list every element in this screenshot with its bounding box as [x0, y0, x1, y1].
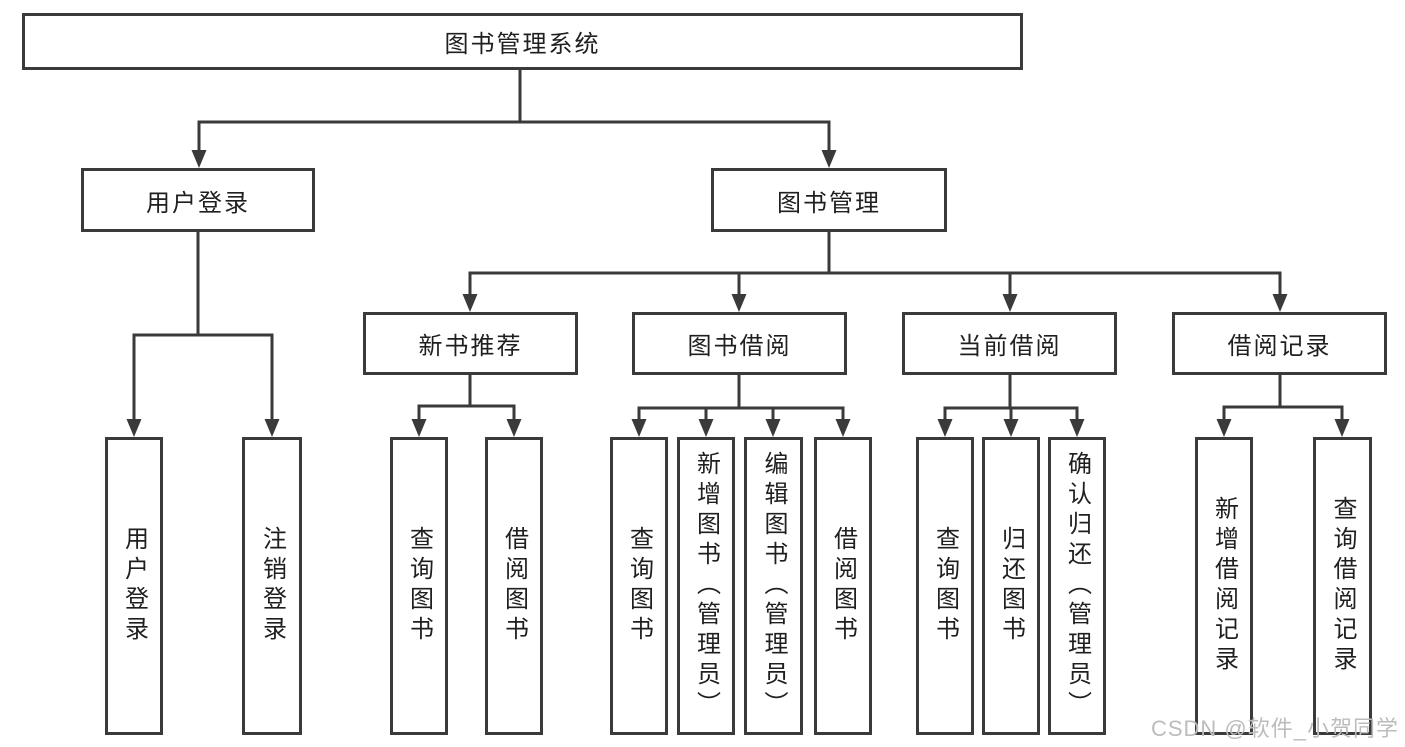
leaf-bb-add-book-admin: 新增图书（管理员） [677, 437, 735, 735]
leaf-nb-borrow-book-label: 借阅图书 [500, 526, 528, 646]
node-book-borrow: 图书借阅 [632, 312, 847, 375]
node-root-label: 图书管理系统 [444, 31, 601, 58]
leaf-nb-query-book: 查询图书 [390, 437, 448, 735]
node-user-login-label: 用户登录 [146, 189, 250, 217]
leaf-logout-label: 注销登录 [258, 526, 286, 646]
leaf-cb-query-book-label: 查询图书 [931, 526, 959, 646]
node-book-management: 图书管理 [711, 168, 947, 232]
leaf-cb-return-book: 归还图书 [982, 437, 1040, 735]
node-borrow-records: 借阅记录 [1172, 312, 1387, 375]
node-book-borrow-label: 图书借阅 [687, 333, 792, 360]
leaf-br-add-record-label: 新增借阅记录 [1210, 496, 1238, 676]
leaf-nb-query-book-label: 查询图书 [405, 526, 433, 646]
leaf-nb-borrow-book: 借阅图书 [485, 437, 543, 735]
leaf-br-add-record: 新增借阅记录 [1195, 437, 1253, 735]
node-new-book-recommend-label: 新书推荐 [418, 333, 523, 360]
leaf-bb-edit-book-admin: 编辑图书（管理员） [744, 437, 803, 735]
node-new-book-recommend: 新书推荐 [363, 312, 578, 375]
leaf-br-query-record-label: 查询借阅记录 [1329, 496, 1356, 676]
watermark: CSDN @软件_小贺同学 [1150, 716, 1399, 741]
leaf-user-login: 用户登录 [105, 437, 163, 735]
leaf-bb-query-book: 查询图书 [610, 437, 668, 735]
leaf-bb-borrow-book-label: 借阅图书 [829, 526, 857, 646]
leaf-bb-borrow-book: 借阅图书 [814, 437, 872, 735]
node-user-login: 用户登录 [81, 168, 315, 232]
leaf-br-query-record: 查询借阅记录 [1313, 437, 1372, 735]
node-current-borrow-label: 当前借阅 [957, 333, 1062, 360]
leaf-bb-query-book-label: 查询图书 [625, 526, 653, 646]
node-current-borrow: 当前借阅 [902, 312, 1117, 375]
leaf-cb-confirm-return-admin-label: 确认归还（管理员） [1063, 451, 1091, 721]
node-book-management-label: 图书管理 [777, 189, 881, 217]
leaf-logout: 注销登录 [242, 437, 302, 735]
leaf-cb-confirm-return-admin: 确认归还（管理员） [1048, 437, 1106, 735]
leaf-user-login-label: 用户登录 [120, 526, 148, 646]
leaf-cb-query-book: 查询图书 [916, 437, 974, 735]
node-borrow-records-label: 借阅记录 [1227, 333, 1332, 360]
node-root: 图书管理系统 [22, 13, 1023, 70]
leaf-cb-return-book-label: 归还图书 [997, 526, 1025, 646]
arrow-down-icons [126, 150, 1350, 437]
leaf-bb-add-book-admin-label: 新增图书（管理员） [692, 451, 720, 721]
leaf-bb-edit-book-admin-label: 编辑图书（管理员） [760, 451, 787, 721]
